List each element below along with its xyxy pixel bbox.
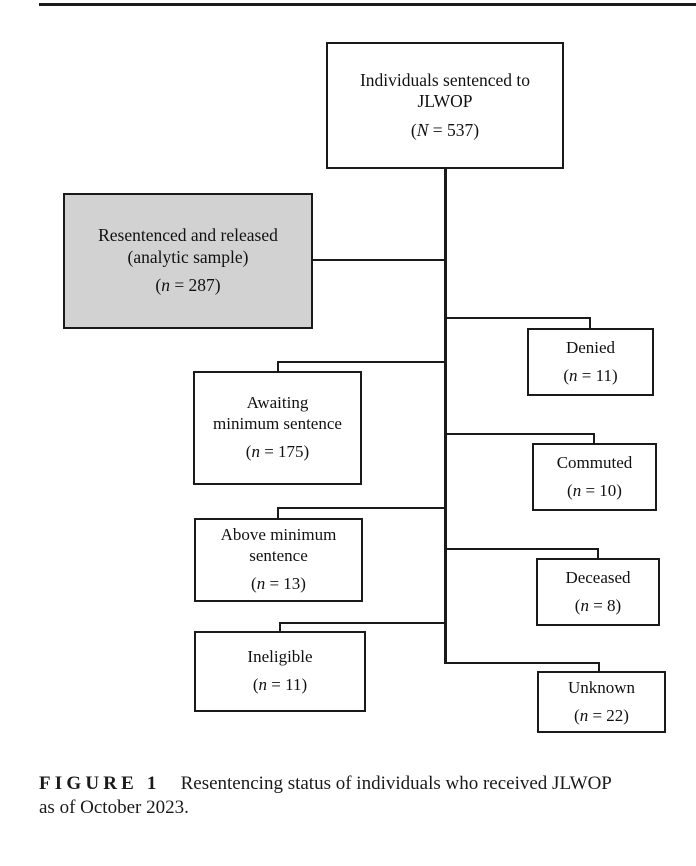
count-value: = 11) — [267, 675, 308, 694]
connector-denied-vertical — [589, 317, 591, 330]
box-count: (n = 287) — [155, 275, 220, 296]
count-value: = 287) — [169, 275, 221, 296]
flow-box-denied: Denied (n = 11) — [527, 328, 654, 396]
connector-deceased-horizontal — [446, 548, 599, 550]
count-value: = 175) — [259, 441, 310, 461]
flow-box-deceased: Deceased (n = 8) — [536, 558, 660, 626]
box-count: (n = 8) — [575, 596, 621, 617]
figure-caption: FIGURE 1 Resentencing status of individua… — [39, 772, 669, 821]
connector-ineligible-vertical — [279, 622, 281, 633]
box-text-line: JLWOP — [417, 91, 473, 112]
box-count: (n = 11) — [253, 675, 307, 696]
box-text-line: Above minimum — [220, 525, 337, 545]
count-paren: ( — [410, 119, 417, 140]
count-paren: ( — [574, 595, 581, 615]
count-paren: ( — [251, 573, 257, 593]
flow-box-awaiting-minimum-sentence: Awaiting minimum sentence (n = 175) — [193, 371, 362, 485]
flow-box-resentenced-released: Resentenced and released (analytic sampl… — [63, 193, 313, 329]
count-variable: n — [569, 365, 578, 385]
box-text-line: Awaiting — [246, 393, 309, 413]
box-count: (N = 537) — [411, 120, 479, 141]
count-paren: ( — [252, 675, 259, 694]
box-text-line: Individuals sentenced to — [359, 69, 531, 90]
connector-trunk — [444, 167, 447, 664]
count-variable: n — [572, 480, 582, 500]
count-paren: ( — [567, 480, 573, 500]
count-variable: n — [256, 573, 266, 593]
figure-caption-line2: as of October 2023. — [39, 797, 189, 819]
count-paren: ( — [574, 705, 580, 725]
connector-denied-horizontal — [446, 317, 590, 319]
box-count: (n = 22) — [574, 706, 629, 727]
count-variable: n — [580, 595, 589, 615]
count-variable: n — [251, 441, 260, 461]
connector-unknown-horizontal — [446, 662, 600, 664]
flow-box-unknown: Unknown (n = 22) — [537, 671, 666, 733]
box-count: (n = 11) — [563, 366, 617, 387]
box-text-line: Commuted — [556, 452, 633, 472]
connector-commuted-vertical — [593, 433, 595, 445]
box-count: (n = 10) — [567, 481, 622, 502]
page-top-rule — [39, 3, 696, 6]
count-paren: ( — [245, 441, 252, 461]
box-count: (n = 175) — [246, 442, 309, 463]
box-text-line: sentence — [249, 546, 308, 566]
connector-ineligible-horizontal — [279, 622, 444, 624]
box-text-line: Ineligible — [247, 647, 313, 667]
connector-above-minimum-horizontal — [277, 507, 444, 509]
connector-commuted-horizontal — [446, 433, 595, 435]
figure-caption-label: FIGURE 1 — [39, 773, 161, 794]
count-value: = 537) — [428, 119, 480, 140]
box-count: (n = 13) — [251, 574, 306, 595]
count-value: = 10) — [581, 480, 622, 500]
figure-caption-text: Resentencing status of individuals who r… — [180, 773, 612, 794]
connector-analytic — [313, 259, 444, 261]
count-value: = 8) — [588, 595, 622, 615]
count-value: = 22) — [588, 705, 629, 725]
connector-awaiting-horizontal — [277, 361, 444, 363]
count-variable: N — [416, 119, 429, 140]
count-paren: ( — [563, 365, 570, 385]
connector-above-minimum-vertical — [277, 507, 279, 520]
box-text-line: Deceased — [565, 567, 631, 587]
count-paren: ( — [155, 275, 162, 296]
figure-caption-line1: FIGURE 1 Resentencing status of individua… — [39, 772, 669, 796]
connector-awaiting-vertical — [277, 361, 279, 373]
flow-box-ineligible: Ineligible (n = 11) — [194, 631, 366, 712]
connector-deceased-vertical — [597, 548, 599, 560]
flow-box-above-minimum-sentence: Above minimum sentence (n = 13) — [194, 518, 363, 602]
count-variable: n — [579, 705, 589, 725]
box-text-line: minimum sentence — [213, 414, 342, 434]
count-variable: n — [161, 275, 170, 296]
box-text-line: Denied — [565, 337, 616, 357]
flow-box-commuted: Commuted (n = 10) — [532, 443, 657, 511]
box-text-line: Resentenced and released — [98, 225, 278, 246]
count-variable: n — [258, 675, 268, 694]
count-value: = 13) — [265, 573, 306, 593]
box-text-line: (analytic sample) — [127, 246, 249, 267]
connector-unknown-vertical — [598, 662, 600, 673]
box-text-line: Unknown — [567, 677, 636, 697]
count-value: = 11) — [577, 365, 618, 385]
flow-box-total-sentenced: Individuals sentenced to JLWOP (N = 537) — [326, 42, 564, 169]
